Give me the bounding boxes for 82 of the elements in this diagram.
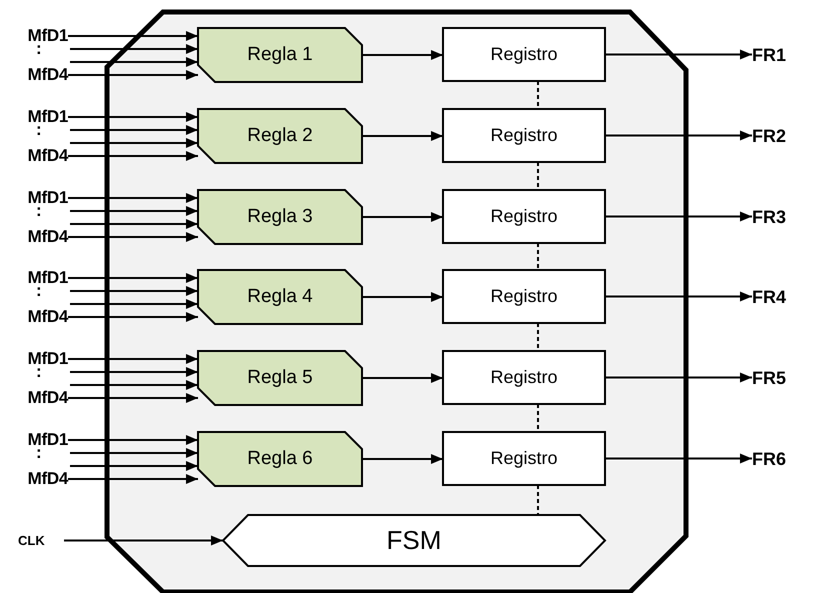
arrow <box>70 380 198 390</box>
register-block: Registro <box>443 432 605 485</box>
arrow <box>362 212 443 222</box>
arrow <box>362 454 443 464</box>
rule-block: Regla 3 <box>198 190 362 244</box>
ellipsis-mark: : <box>36 42 42 56</box>
arrow <box>70 206 198 216</box>
rule-block: Regla 1 <box>198 28 362 82</box>
arrow <box>70 286 198 296</box>
arrow <box>68 232 198 242</box>
arrow <box>68 112 198 122</box>
arrow <box>68 273 198 283</box>
ellipsis-mark: : <box>36 365 42 379</box>
output-label: FR5 <box>752 366 806 390</box>
arrow <box>64 536 223 546</box>
signal-label: MfD4 <box>6 308 68 326</box>
arrow <box>70 299 198 309</box>
register-block: Registro <box>443 190 605 243</box>
signal-label: MfD1 <box>6 269 68 287</box>
rule-block: Regla 2 <box>198 109 362 163</box>
output-label: FR6 <box>752 447 806 471</box>
arrow <box>605 292 752 302</box>
arrow <box>362 131 443 141</box>
signal-label: MfD1 <box>6 108 68 126</box>
chip-outline <box>105 10 688 593</box>
arrow <box>68 151 198 161</box>
arrow <box>68 435 198 445</box>
dotted-line <box>537 323 539 351</box>
dotted-line <box>537 404 539 432</box>
dotted-line <box>537 485 539 515</box>
register-block: Registro <box>443 270 605 323</box>
signal-label: MfD4 <box>6 470 68 488</box>
arrow <box>68 193 198 203</box>
register-block: Registro <box>443 28 605 81</box>
dotted-line <box>537 243 539 270</box>
arrow <box>70 125 198 135</box>
arrow <box>605 130 752 140</box>
register-block: Registro <box>443 109 605 162</box>
ellipsis-mark: : <box>36 446 42 460</box>
ellipsis-mark: : <box>36 284 42 298</box>
output-label: FR4 <box>752 285 806 309</box>
rule-block: Regla 6 <box>198 432 362 486</box>
arrow <box>605 50 752 60</box>
arrow <box>68 354 198 364</box>
output-label: FR3 <box>752 205 806 229</box>
signal-label: MfD4 <box>6 66 68 84</box>
rule-block: Regla 4 <box>198 270 362 324</box>
ellipsis-mark: : <box>36 123 42 137</box>
output-label: FR2 <box>752 124 806 148</box>
arrow <box>605 212 752 222</box>
arrow <box>70 57 198 67</box>
arrow <box>362 50 443 60</box>
clock-label: CLK <box>18 530 64 550</box>
arrow <box>68 393 198 403</box>
ellipsis-mark: : <box>36 204 42 218</box>
arrow <box>68 70 198 80</box>
dotted-line <box>537 162 539 190</box>
signal-label: MfD1 <box>6 431 68 449</box>
arrow <box>362 373 443 383</box>
arrow <box>70 138 198 148</box>
arrow <box>605 372 752 382</box>
output-label: FR1 <box>752 43 806 67</box>
arrow <box>70 44 198 54</box>
state-machine-block: FSM <box>223 515 605 566</box>
arrow <box>70 461 198 471</box>
signal-label: MfD1 <box>6 27 68 45</box>
arrow <box>70 448 198 458</box>
signal-label: MfD1 <box>6 350 68 368</box>
signal-label: MfD4 <box>6 147 68 165</box>
signal-label: MfD4 <box>6 389 68 407</box>
arrow <box>70 219 198 229</box>
arrow <box>70 367 198 377</box>
arrow <box>68 312 198 322</box>
arrow <box>605 454 752 464</box>
register-block: Registro <box>443 351 605 404</box>
arrow <box>68 31 198 41</box>
signal-label: MfD1 <box>6 189 68 207</box>
rule-block: Regla 5 <box>198 351 362 405</box>
dotted-line <box>537 81 539 109</box>
arrow <box>68 474 198 484</box>
signal-label: MfD4 <box>6 228 68 246</box>
arrow <box>362 292 443 302</box>
